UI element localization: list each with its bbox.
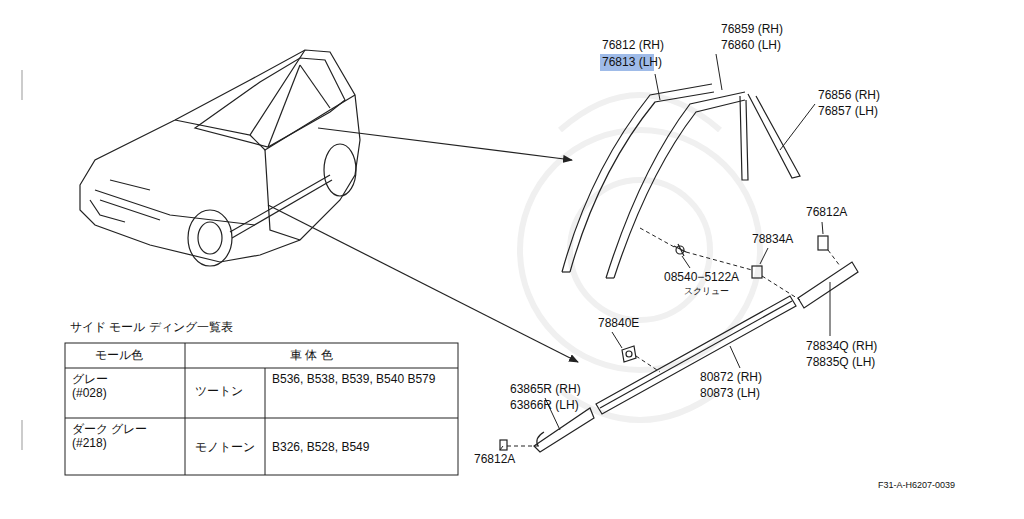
part-number: 76812A xyxy=(474,452,515,466)
part-number: 76859 (RH) xyxy=(721,22,783,36)
part-number: 78840E xyxy=(598,316,639,330)
part-number: 80872 (RH) xyxy=(700,370,762,384)
part-name: スクリュー xyxy=(684,286,729,297)
part-number: 78835Q (LH) xyxy=(806,355,875,369)
part-number: 76856 (RH) xyxy=(818,88,880,102)
part-number: 78834Q (RH) xyxy=(806,339,877,353)
part-number: 76857 (LH) xyxy=(818,104,878,118)
part-number: 76860 (LH) xyxy=(721,38,781,52)
car-illustration xyxy=(80,50,360,266)
part-number: 76812 (RH) xyxy=(602,38,664,52)
table-title: サイド モール ディング一覧表 xyxy=(70,320,233,334)
part-number: 63866R (LH) xyxy=(510,398,579,412)
table-header: モール色 xyxy=(95,348,143,362)
table-cell: ツートン xyxy=(195,384,243,398)
table-grid xyxy=(65,343,458,475)
part-number: 63865R (RH) xyxy=(510,382,581,396)
table-header: 車 体 色 xyxy=(290,348,333,362)
drawing-code: F31-A-H6207-0039 xyxy=(878,480,955,491)
part-number: 76812A xyxy=(806,205,847,219)
parts-illustration xyxy=(500,84,858,452)
part-number: 76813 (LH) xyxy=(602,55,662,69)
table-cell: B536, B538, B539, B540 B579 xyxy=(272,372,450,386)
table-cell: ダーク グレー (#218) xyxy=(72,422,172,451)
table-cell: B326, B528, B549 xyxy=(272,440,450,454)
table-cell: モノトーン xyxy=(195,440,255,454)
part-number: 80873 (LH) xyxy=(700,386,760,400)
table-cell: グレー (#028) xyxy=(72,372,142,401)
part-number: 78834A xyxy=(752,232,793,246)
part-number: 08540−5122A xyxy=(664,270,739,284)
